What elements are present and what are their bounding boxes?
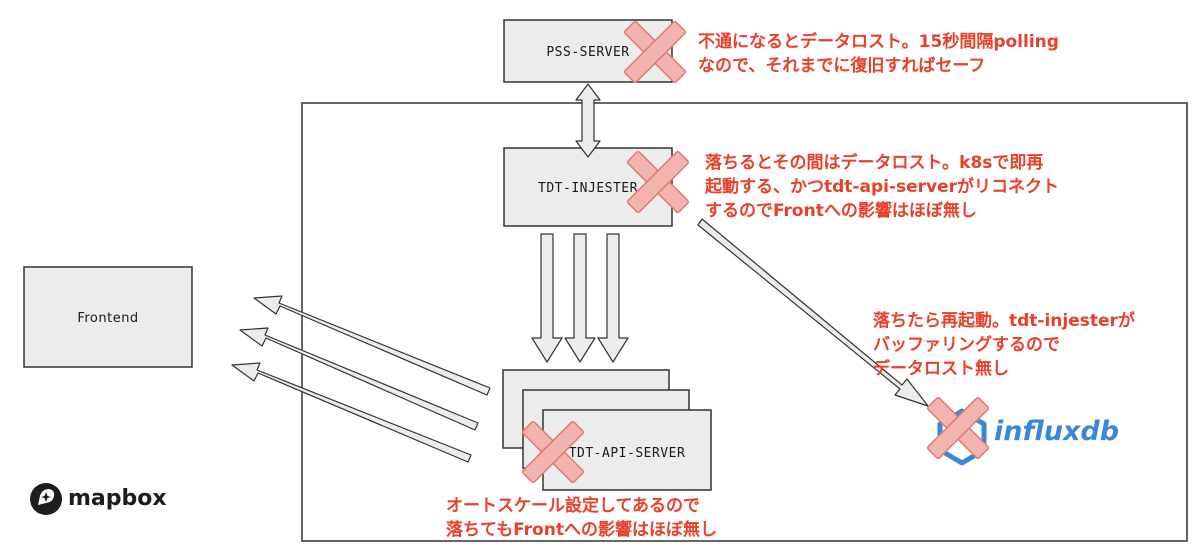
tdt-api-server-failure-note: オートスケール設定してあるので 落ちてもFrontへの影響はほぼ無し xyxy=(446,494,717,542)
note-line: 落ちるとその間はデータロスト。k8sで即再 xyxy=(705,153,1044,173)
api-frontend-arrow-2 xyxy=(239,327,479,431)
note-line: なので、それまでに復旧すればセーフ xyxy=(698,56,986,76)
cluster-boundary xyxy=(301,102,1188,542)
injester-influxdb-arrow xyxy=(697,218,929,407)
injester-api-arrow-3 xyxy=(597,233,629,363)
frontend-label: Frontend xyxy=(77,311,138,326)
influxdb-logo-text: influxdb xyxy=(994,416,1120,447)
api-frontend-arrow-1 xyxy=(253,295,491,396)
tdt-injester-failure-note: 落ちるとその間はデータロスト。k8sで即再 起動する、かつtdt-api-ser… xyxy=(705,151,1059,223)
note-line: するのでFrontへの影響はほぼ無し xyxy=(705,201,977,221)
failure-cross-icon xyxy=(926,396,990,460)
mapbox-logo-text: mapbox xyxy=(68,486,167,511)
note-line: 落ちたら再起動。tdt-injesterが xyxy=(873,311,1135,331)
failure-cross-icon xyxy=(626,150,690,214)
pss-server-label: PSS-SERVER xyxy=(546,45,629,60)
failure-cross-icon xyxy=(623,20,687,84)
injester-api-arrow-2 xyxy=(564,233,596,363)
tdt-api-server-label: TDT-API-SERVER xyxy=(569,446,686,461)
note-line: データロスト無し xyxy=(873,359,1009,379)
pss-server-failure-note: 不通になるとデータロスト。15秒間隔polling なので、それまでに復旧すれば… xyxy=(698,30,1059,78)
frontend-node[interactable]: Frontend xyxy=(23,266,193,368)
tdt-injester-label: TDT-INJESTER xyxy=(538,181,638,196)
note-line: オートスケール設定してあるので xyxy=(446,496,700,516)
api-frontend-arrow-3 xyxy=(231,362,472,463)
note-line: 起動する、かつtdt-api-serverがリコネクト xyxy=(705,177,1060,197)
note-line: バッファリングするので xyxy=(873,335,1060,355)
note-line: 落ちてもFrontへの影響はほぼ無し xyxy=(446,520,717,540)
influxdb-failure-note: 落ちたら再起動。tdt-injesterが バッファリングするので データロスト… xyxy=(873,309,1135,381)
injester-api-arrow-1 xyxy=(531,233,563,363)
mapbox-logo-icon xyxy=(30,483,62,515)
pss-injester-double-arrow xyxy=(575,83,601,158)
note-line: 不通になるとデータロスト。15秒間隔polling xyxy=(698,32,1059,52)
failure-cross-icon xyxy=(521,420,585,484)
